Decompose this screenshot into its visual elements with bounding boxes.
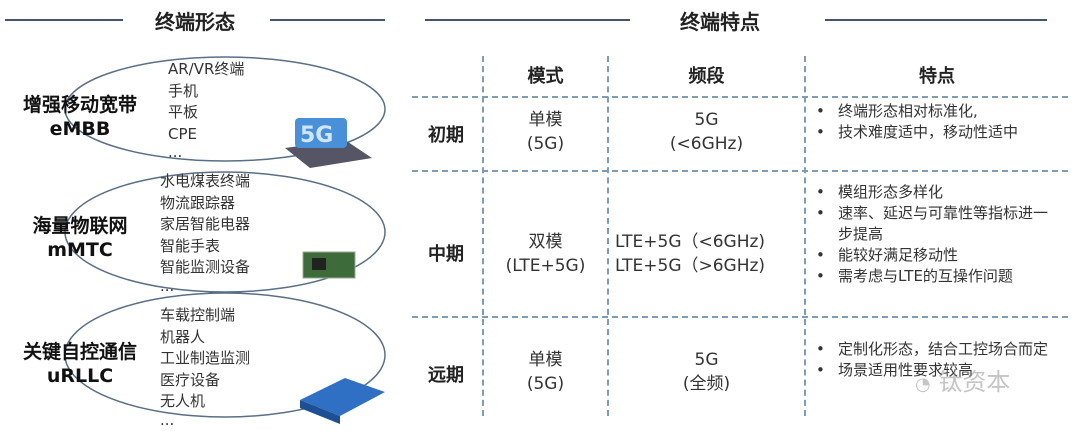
band-text: LTE+5G（<6GHz)	[615, 232, 766, 252]
list-item: 场景适用性要求较高	[812, 360, 1062, 381]
list-item: 智能手表	[160, 236, 221, 255]
category-urllc: 关键自控通信 uRLLC	[0, 340, 160, 388]
band-cell: 5G (全频)	[609, 348, 804, 396]
list-item: 终端形态相对标准化,	[812, 101, 1062, 122]
list-item: 定制化形态，结合工控场合而定	[812, 339, 1062, 360]
ellipses: 5G	[64, 56, 386, 424]
mode-text: (5G)	[526, 374, 565, 394]
svg-text:5G: 5G	[300, 123, 333, 148]
ellipse-urllc	[64, 292, 386, 418]
list-item: 能较好满足移动性	[812, 245, 1062, 266]
divider	[825, 19, 1047, 21]
watermark-text: 钛资本	[938, 368, 1011, 396]
features-list: 定制化形态，结合工控场合而定 场景适用性要求较高	[812, 339, 1062, 381]
mode-text: (5G)	[526, 134, 565, 154]
band-text: 5G	[694, 350, 719, 370]
list-item: 车载控制端	[160, 306, 236, 324]
table-divider	[607, 56, 609, 416]
urllc-items: 车载控制端 机器人 工业制造监测 医疗设备 无人机 ...	[160, 305, 250, 427]
table-divider	[412, 316, 1068, 318]
mode-cell: 单模 (5G)	[484, 348, 607, 396]
header-features: 特点	[919, 66, 955, 87]
band-text: LTE+5G（>6GHz)	[615, 256, 766, 276]
table-divider	[412, 96, 1068, 98]
ellipse-embb	[64, 56, 386, 162]
header-mode: 模式	[527, 66, 564, 87]
list-item: ...	[168, 143, 183, 161]
band-text: (全频)	[682, 374, 731, 394]
mode-cell: 单模 (5G)	[484, 108, 607, 156]
table-divider	[482, 56, 484, 416]
category-code: mMTC	[47, 239, 113, 261]
list-item: ...	[160, 410, 175, 429]
row-label-late: 远期	[428, 365, 464, 386]
mode-text: 双模	[528, 232, 563, 252]
table-divider	[804, 56, 806, 416]
iot-module-image	[302, 251, 356, 279]
mode-text: 单模	[528, 110, 563, 130]
list-item: 平板	[168, 103, 199, 121]
list-item: 工业制造监测	[160, 349, 251, 367]
watermark: ◔ 钛资本	[915, 362, 1010, 397]
embb-items: AR/VR终端 手机 平板 CPE ...	[168, 59, 245, 161]
ellipse-mmtc	[64, 171, 386, 293]
category-name: 增强移动宽带	[22, 94, 137, 116]
divider	[5, 19, 123, 21]
list-item: 无人机	[160, 392, 206, 410]
list-item: 技术难度适中，移动性适中	[812, 122, 1062, 143]
list-item: 家居智能电器	[160, 215, 251, 233]
mode-text: (LTE+5G)	[505, 256, 586, 276]
list-item: 物流跟踪器	[160, 193, 236, 212]
features-list: 终端形态相对标准化, 技术难度适中，移动性适中	[812, 101, 1062, 143]
category-embb: 增强移动宽带 eMBB	[0, 93, 160, 141]
list-item: AR/VR终端	[168, 60, 245, 78]
band-cell: 5G (<6GHz)	[609, 108, 804, 156]
category-name: 海量物联网	[32, 215, 128, 237]
list-item: 速率、延迟与可靠性等指标进一步提高	[812, 203, 1062, 245]
row-label-mid: 中期	[428, 244, 464, 265]
5g-phone-image: 5G	[285, 118, 372, 168]
list-item: ...	[160, 276, 175, 295]
divider	[425, 19, 630, 21]
category-mmtc: 海量物联网 mMTC	[0, 214, 160, 262]
list-item: 模组形态多样化	[812, 182, 1062, 203]
list-item: 需考虑与LTE的互操作问题	[812, 266, 1062, 287]
category-name: 关键自控通信	[22, 341, 137, 363]
band-text: (<6GHz)	[669, 134, 744, 154]
list-item: 手机	[168, 81, 199, 100]
band-cell: LTE+5G（<6GHz) LTE+5G（>6GHz)	[609, 230, 810, 278]
header-band: 频段	[688, 66, 725, 87]
mmtc-items: 水电煤表终端 物流跟踪器 家居智能电器 智能手表 智能监测设备 ...	[160, 171, 250, 293]
divider	[270, 19, 385, 21]
wechat-icon: ◔	[915, 374, 931, 395]
features-list: 模组形态多样化 速率、延迟与可靠性等指标进一步提高 能较好满足移动性 需考虑与L…	[812, 182, 1062, 287]
list-item: 医疗设备	[160, 370, 221, 389]
list-item: 智能监测设备	[160, 258, 251, 276]
list-item: 机器人	[160, 327, 206, 346]
band-text: 5G	[694, 110, 719, 130]
left-section-title: 终端形态	[155, 10, 235, 34]
mode-text: 单模	[528, 350, 563, 370]
right-section-title: 终端特点	[680, 10, 760, 34]
table-divider	[412, 170, 1068, 172]
industrial-device-image	[300, 378, 385, 424]
list-item: 水电煤表终端	[160, 172, 251, 190]
category-code: uRLLC	[46, 365, 114, 387]
category-code: eMBB	[49, 118, 111, 140]
mode-cell: 双模 (LTE+5G)	[484, 230, 607, 278]
row-label-early: 初期	[428, 125, 464, 146]
list-item: CPE	[168, 124, 197, 143]
